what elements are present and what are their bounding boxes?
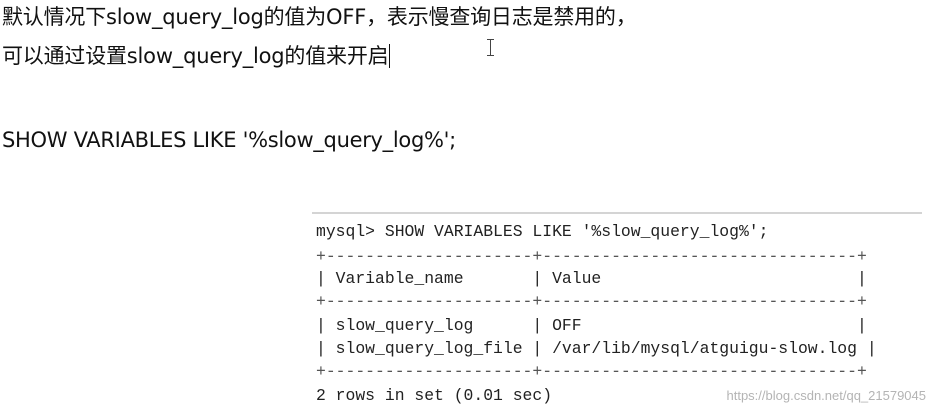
table-border-top: +---------------------+-----------------… [316, 247, 867, 266]
doc-paragraph-line-1: 默认情况下slow_query_log的值为OFF，表示慢查询日志是禁用的， [2, 3, 637, 31]
table-header-row: | Variable_name | Value | [316, 269, 867, 288]
text-ibeam-cursor-icon [486, 38, 496, 58]
terminal-result-summary: 2 rows in set (0.01 sec) [316, 386, 553, 405]
sql-statement-text: SHOW VARIABLES LIKE '%slow_query_log%'; [2, 128, 456, 152]
doc-paragraph-line-2[interactable]: 可以通过设置slow_query_log的值来开启 [2, 42, 391, 70]
watermark-url: https://blog.csdn.net/qq_21579045 [726, 388, 927, 403]
table-row: | slow_query_log | OFF | [316, 316, 867, 335]
doc-paragraph-line-1-text: 默认情况下slow_query_log的值为OFF，表示慢查询日志是禁用的， [2, 5, 637, 29]
table-row: | slow_query_log_file | /var/lib/mysql/a… [316, 339, 877, 358]
table-border-bottom: +---------------------+-----------------… [316, 362, 867, 381]
text-caret [389, 44, 391, 68]
table-border-header: +---------------------+-----------------… [316, 292, 867, 311]
terminal-command-line: mysql> SHOW VARIABLES LIKE '%slow_query_… [316, 222, 769, 241]
doc-paragraph-line-2-text: 可以通过设置slow_query_log的值来开启 [2, 44, 389, 68]
terminal-output-screenshot: mysql> SHOW VARIABLES LIKE '%slow_query_… [312, 212, 922, 412]
